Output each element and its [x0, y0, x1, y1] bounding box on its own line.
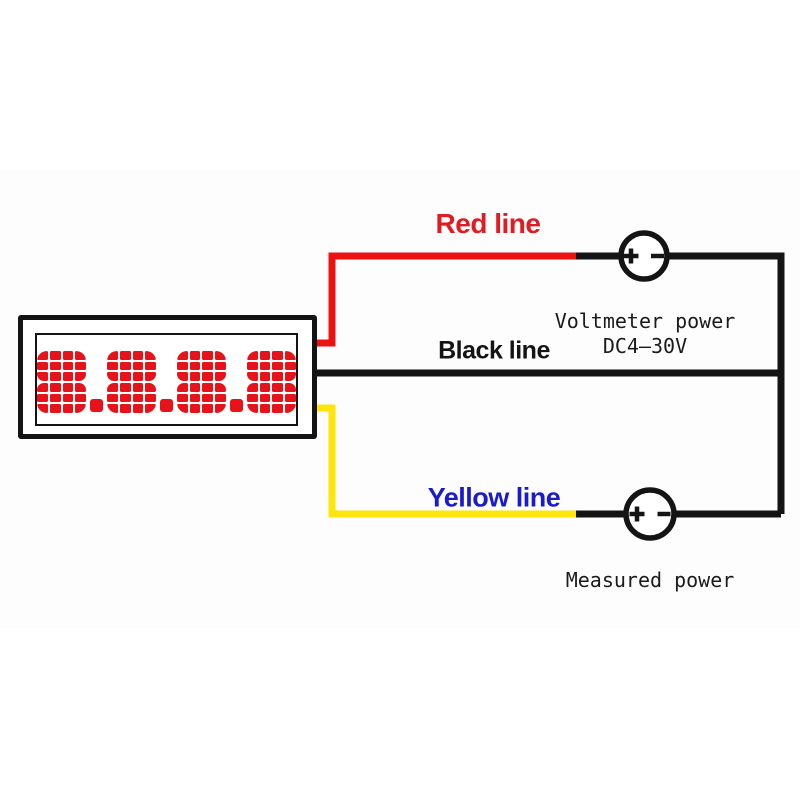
- yellow-line-label: Yellow line: [427, 482, 561, 513]
- led-decimal-point: [90, 399, 103, 412]
- voltmeter-power-bus-wire: [576, 252, 785, 514]
- led-decimal-point: [230, 399, 243, 412]
- power-source-circle: [623, 487, 677, 541]
- black-line-label: Black line: [438, 336, 550, 365]
- voltmeter-module: [18, 315, 317, 439]
- yellow-wire: [315, 404, 576, 518]
- voltmeter-power-text: Voltmeter power: [554, 309, 736, 333]
- led-decimal-point: [160, 399, 173, 412]
- power-source-circle: [618, 230, 670, 282]
- red-line-label: Red line: [435, 208, 541, 239]
- voltmeter-power-source-icon: [618, 230, 670, 282]
- led-digit: [37, 351, 87, 413]
- led-digit: [176, 351, 227, 413]
- red-wire: [315, 252, 576, 347]
- led-digit: [106, 351, 157, 413]
- voltmeter-power-range: DC4–30V: [602, 334, 688, 358]
- voltmeter-power-annotation: Voltmeter power DC4–30V: [555, 309, 736, 359]
- plus-icon: [629, 506, 645, 522]
- led-digit: [246, 351, 296, 413]
- led-display-value: [35, 333, 298, 426]
- plus-icon: [623, 248, 639, 264]
- measured-power-annotation: Measured power: [565, 568, 735, 592]
- measured-power-source-icon: [623, 487, 677, 541]
